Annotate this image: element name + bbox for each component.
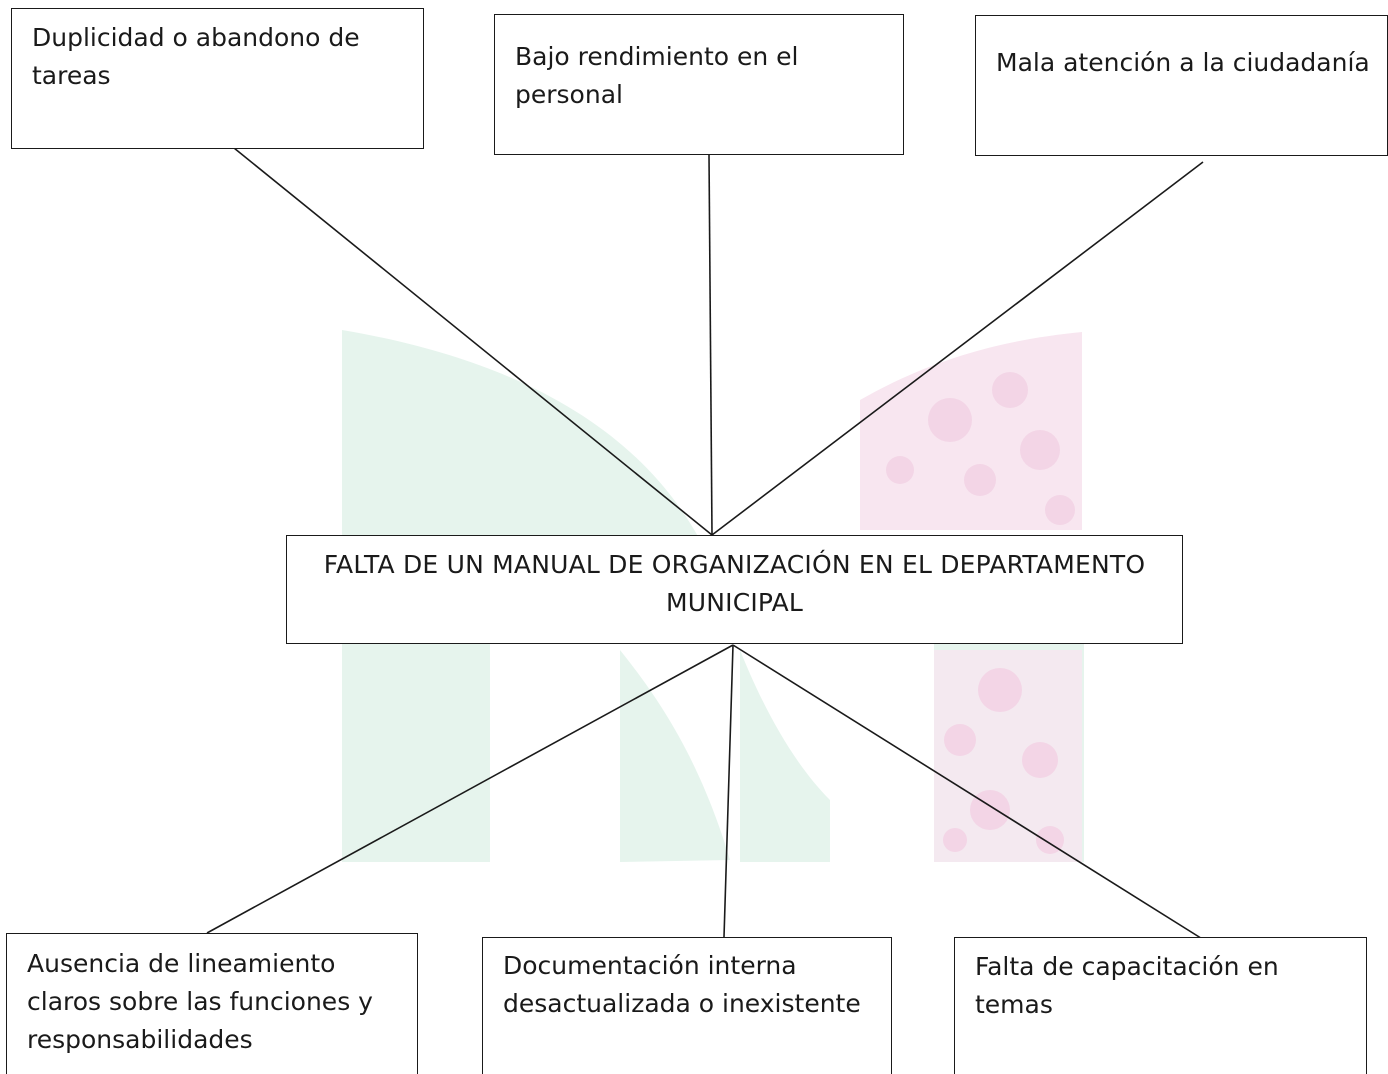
cause-box-2: Documentación interna desactualizada o i… [482, 937, 892, 1074]
connector-effect-1 [233, 147, 713, 536]
central-problem-box: FALTA DE UN MANUAL DE ORGANIZACIÓN EN EL… [286, 535, 1183, 644]
effect-box-2: Bajo rendimiento en el personal [494, 14, 904, 155]
connector-cause-3 [732, 644, 1205, 941]
connector-effect-3 [711, 161, 1204, 536]
effect-label-1: Duplicidad o abandono de tareas [32, 23, 360, 90]
cause-label-1: Ausencia de lineamiento claros sobre las… [27, 949, 373, 1054]
connector-cause-2 [723, 644, 734, 938]
effect-label-2: Bajo rendimiento en el personal [515, 42, 799, 109]
cause-label-3: Falta de capacitación en temas [975, 952, 1279, 1019]
effect-label-3: Mala atención a la ciudadanía [996, 48, 1370, 77]
cause-box-1: Ausencia de lineamiento claros sobre las… [6, 933, 418, 1074]
central-problem-label: FALTA DE UN MANUAL DE ORGANIZACIÓN EN EL… [323, 550, 1146, 617]
effect-box-3: Mala atención a la ciudadanía [975, 15, 1388, 156]
cause-box-3: Falta de capacitación en temas [954, 937, 1367, 1074]
connector-cause-1 [206, 644, 734, 934]
connector-effect-2 [708, 154, 713, 536]
effect-box-1: Duplicidad o abandono de tareas [11, 8, 424, 149]
cause-label-2: Documentación interna desactualizada o i… [503, 951, 861, 1018]
